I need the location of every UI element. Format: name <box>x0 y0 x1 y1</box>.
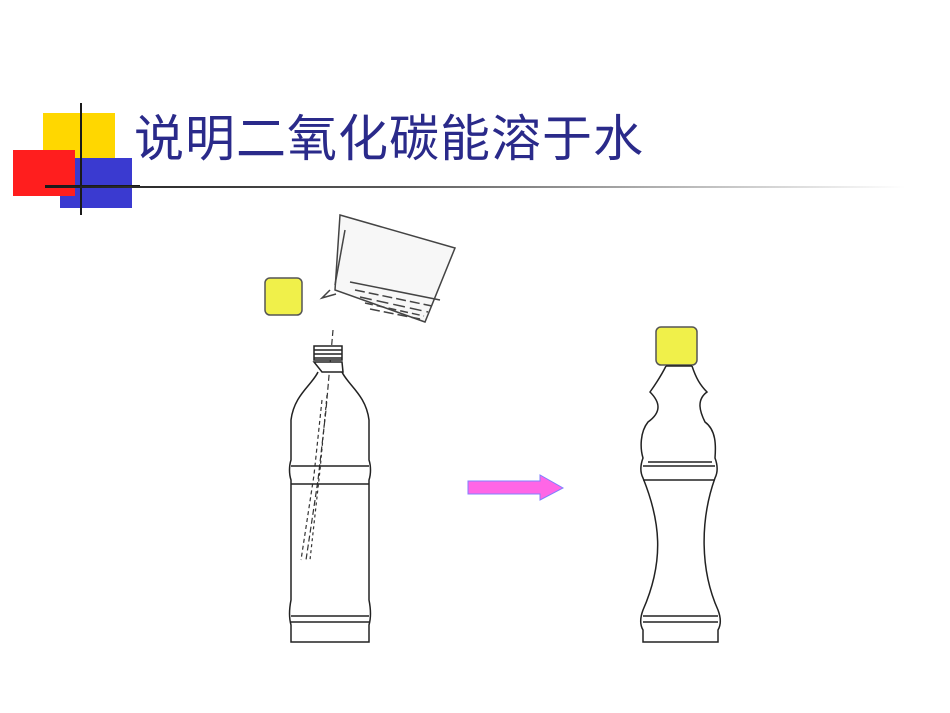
right-arrow-icon <box>467 474 565 501</box>
slide-title: 说明二氧化碳能溶于水 <box>134 110 644 168</box>
bottle-cap-closed <box>655 326 698 366</box>
beaker-pouring-icon <box>319 214 457 323</box>
title-underline <box>45 186 905 188</box>
deco-red-square <box>13 150 75 196</box>
bottle-cap-loose <box>264 277 303 316</box>
crushed-bottle-icon <box>640 365 721 643</box>
plastic-bottle-icon <box>288 345 372 643</box>
